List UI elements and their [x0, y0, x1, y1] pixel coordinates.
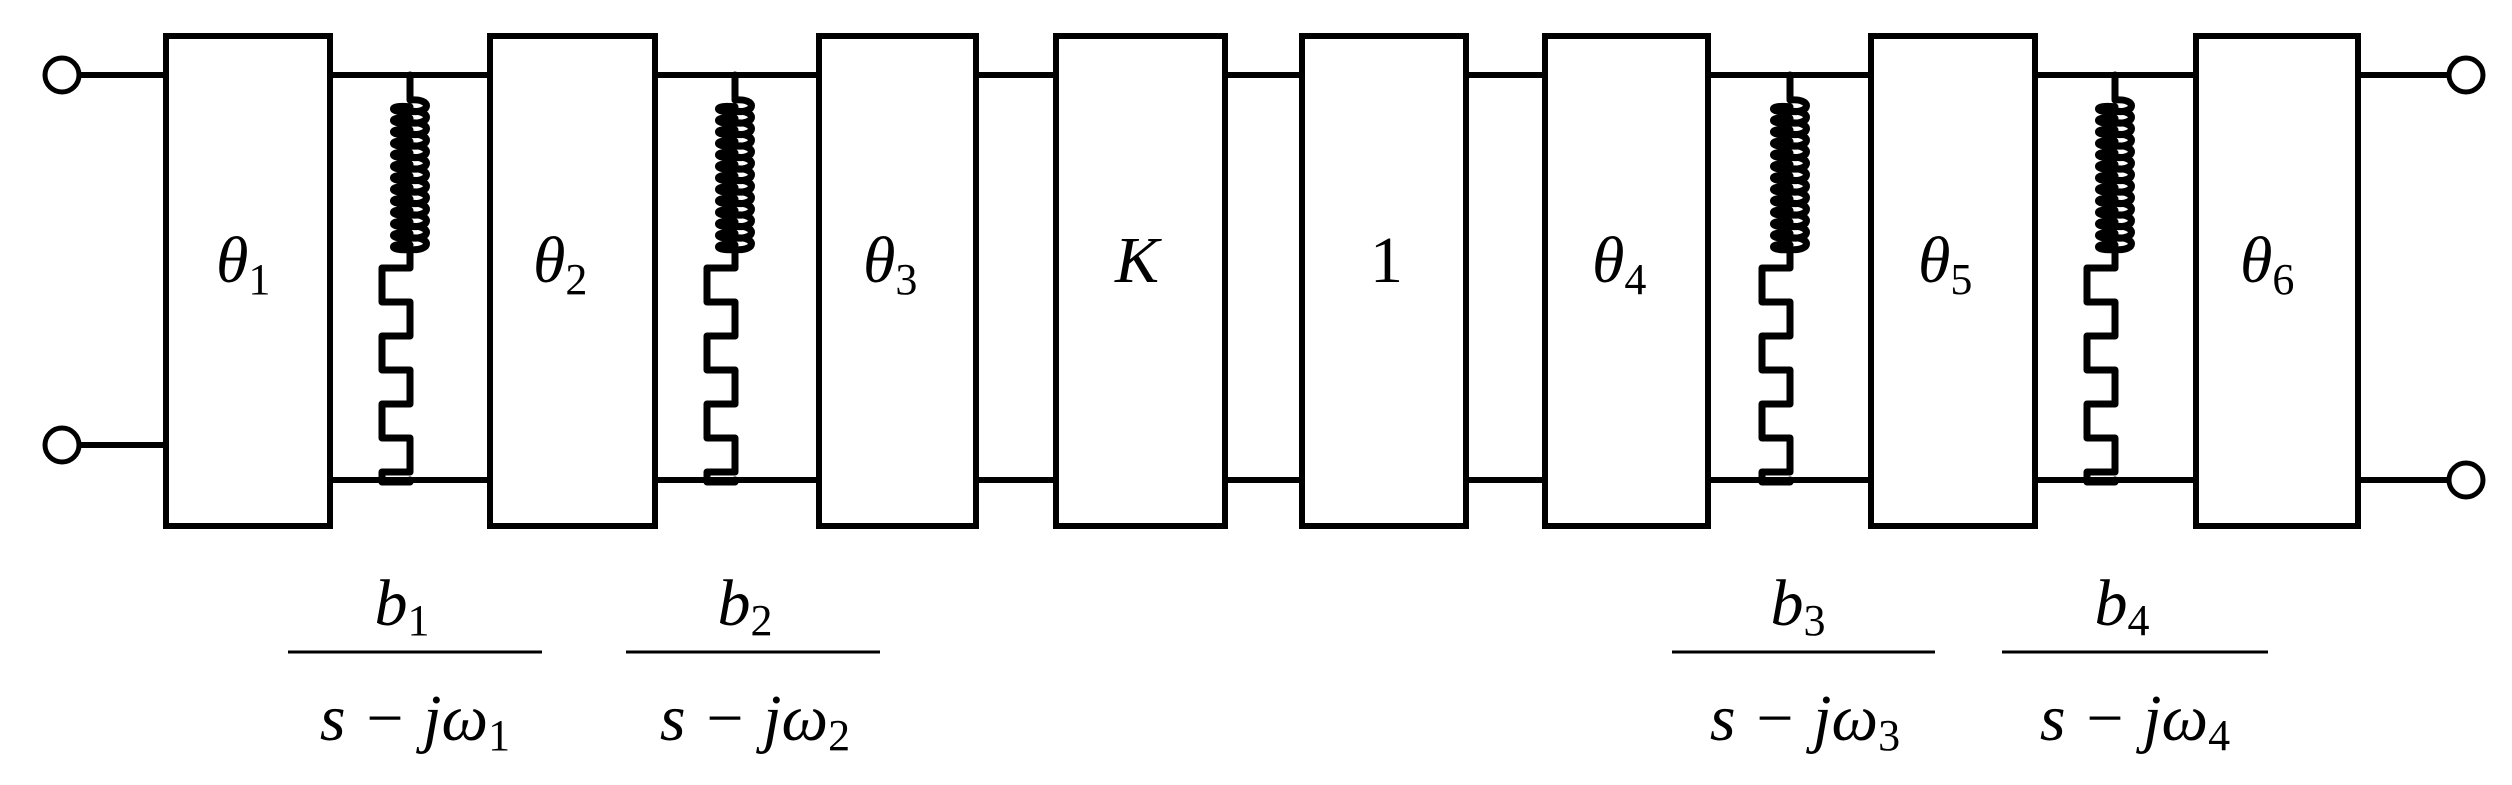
fraction-numerator: b2 [718, 567, 773, 645]
denominator-prefix: s − j [1710, 682, 1832, 755]
fraction-denominator: s − jω3 [1710, 682, 1900, 760]
denominator-prefix: s − j [2040, 682, 2162, 755]
resonator-2-symbol [703, 71, 755, 486]
fraction-denominator: s − jω4 [2040, 682, 2230, 760]
input-terminal-top [42, 55, 82, 95]
symbol: K [1114, 224, 1162, 297]
subscript: 2 [565, 255, 587, 304]
symbol: θ [216, 224, 248, 297]
block-label-theta1: θ1 [216, 224, 270, 304]
block-theta4 [1542, 33, 1711, 529]
denominator-prefix: s − j [660, 682, 782, 755]
block-theta3 [816, 33, 979, 529]
block-theta6 [2193, 33, 2361, 529]
output-terminal-bottom [2446, 460, 2486, 500]
symbol: θ [2240, 224, 2272, 297]
block-label-theta2: θ2 [533, 224, 587, 304]
block-unity [1299, 33, 1469, 529]
denominator-prefix: s − j [320, 682, 442, 755]
denominator-subscript: 2 [828, 711, 850, 760]
symbol: θ [863, 224, 895, 297]
block-theta2 [487, 33, 658, 529]
denominator-symbol: ω [441, 682, 488, 755]
denominator-subscript: 3 [1878, 711, 1900, 760]
numerator-symbol: b [1771, 567, 1804, 640]
resonator-label-3: b3 s − jω3 [1672, 567, 1935, 760]
resonator-4-symbol [2083, 71, 2135, 486]
resonator-3-symbol [1758, 71, 1810, 486]
resonator-1-symbol [378, 71, 430, 486]
denominator-symbol: ω [1831, 682, 1878, 755]
block-theta1 [163, 33, 333, 529]
denominator-symbol: ω [2161, 682, 2208, 755]
resonator-labels: b1 s − jω1 b2 s − jω2 b3 s − jω3 [288, 567, 2268, 760]
subscript: 5 [1950, 255, 1972, 304]
input-terminal-bottom [42, 425, 82, 465]
block-labels: θ1 θ2 θ3 K 1 θ4 θ5 θ6 [216, 224, 2294, 304]
fraction-numerator: b3 [1771, 567, 1826, 645]
denominator-subscript: 1 [488, 711, 510, 760]
symbol: θ [1918, 224, 1950, 297]
symbol: θ [1592, 224, 1624, 297]
denominator-subscript: 4 [2208, 711, 2230, 760]
numerator-symbol: b [375, 567, 408, 640]
numerator-subscript: 4 [2128, 596, 2150, 645]
resonators [378, 71, 2135, 486]
denominator-symbol: ω [781, 682, 828, 755]
symbol: 1 [1370, 224, 1403, 297]
numerator-subscript: 3 [1804, 596, 1826, 645]
fraction-denominator: s − jω1 [320, 682, 510, 760]
symbol: θ [533, 224, 565, 297]
block-label-theta4: θ4 [1592, 224, 1646, 304]
numerator-subscript: 1 [408, 596, 430, 645]
numerator-symbol: b [718, 567, 751, 640]
block-label-K: K [1114, 224, 1162, 297]
subscript: 3 [895, 255, 917, 304]
block-K [1053, 33, 1228, 529]
block-label-unity: 1 [1370, 224, 1403, 297]
subscript: 1 [248, 255, 270, 304]
resonator-label-2: b2 s − jω2 [626, 567, 880, 760]
resonator-label-1: b1 s − jω1 [288, 567, 542, 760]
fraction-numerator: b1 [375, 567, 430, 645]
subscript: 6 [2272, 255, 2294, 304]
block-theta5 [1868, 33, 2038, 529]
blocks [163, 33, 2361, 529]
numerator-subscript: 2 [751, 596, 773, 645]
fraction-numerator: b4 [2095, 567, 2150, 645]
resonator-label-4: b4 s − jω4 [2002, 567, 2268, 760]
fraction-denominator: s − jω2 [660, 682, 850, 760]
block-label-theta6: θ6 [2240, 224, 2294, 304]
numerator-symbol: b [2095, 567, 2128, 640]
block-label-theta5: θ5 [1918, 224, 1972, 304]
block-label-theta3: θ3 [863, 224, 917, 304]
output-terminal-top [2446, 55, 2486, 95]
subscript: 4 [1624, 255, 1646, 304]
terminals [42, 55, 2486, 500]
